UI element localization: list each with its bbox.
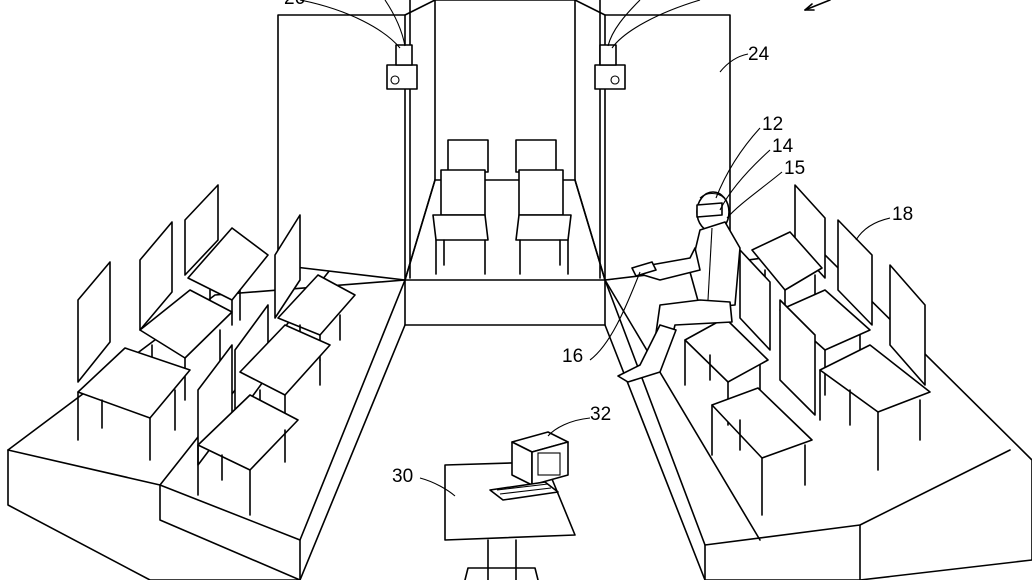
control-table: [444, 461, 576, 580]
label-sensor: 15: [784, 158, 805, 179]
label-controller: 16: [562, 346, 583, 367]
label-computer: 32: [590, 404, 611, 425]
screen-booth: [277, 0, 731, 281]
label-eyepiece: 14: [772, 136, 794, 157]
reference-numerals: 26 24 12 14 15 16 18 30 32: [284, 0, 913, 487]
projector-right: [594, 0, 701, 90]
label-screen: 24: [748, 44, 770, 65]
label-audience: 18: [892, 204, 913, 225]
seated-user: [617, 191, 741, 383]
computer: [489, 431, 569, 501]
label-table: 30: [392, 466, 413, 487]
leader-lines: [419, 53, 891, 497]
center-aisle: [299, 279, 706, 580]
label-top-left: 26: [284, 0, 305, 9]
right-audience-chairs: [684, 184, 931, 516]
booth-chairs: [432, 139, 572, 275]
left-audience-chairs: [77, 184, 356, 516]
label-headset: 12: [762, 114, 783, 135]
projector-left: [299, 0, 418, 90]
arrow-top-right: [804, 0, 831, 11]
